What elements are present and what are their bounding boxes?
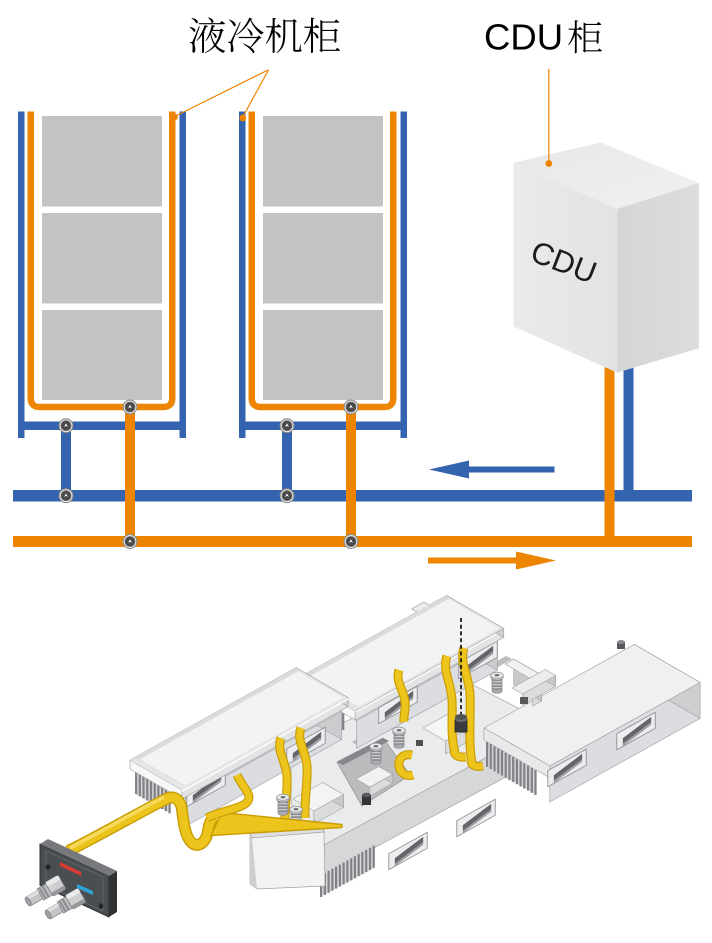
svg-text:CDU: CDU [484, 17, 563, 58]
